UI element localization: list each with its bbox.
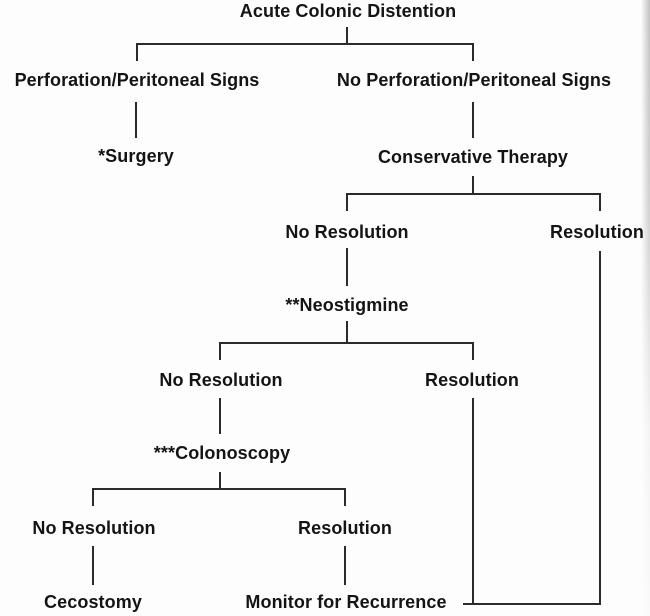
node-colonoscopy: ***Colonoscopy [153, 443, 291, 463]
connector-line [346, 321, 348, 343]
node-surgery: *Surgery [98, 146, 174, 166]
connector-line [92, 488, 346, 490]
node-perforation-signs: Perforation/Peritoneal Signs [14, 70, 260, 90]
connector-line [599, 194, 601, 211]
connector-line [135, 102, 137, 138]
connector-line [346, 248, 348, 286]
node-cecostomy: Cecostomy [44, 592, 142, 612]
node-resolution-3: Resolution [298, 518, 392, 538]
node-no-resolution-2: No Resolution [159, 370, 283, 390]
connector-line [92, 489, 94, 506]
node-no-resolution-3: No Resolution [32, 518, 156, 538]
connector-line [219, 342, 474, 344]
connector-line [472, 398, 474, 605]
connector-line [219, 398, 221, 434]
connector-line [136, 44, 138, 61]
connector-line [472, 176, 474, 194]
connector-line [92, 546, 94, 585]
connector-line [346, 194, 348, 211]
connector-line [472, 343, 474, 360]
connector-line [346, 193, 601, 195]
connector-line [472, 44, 474, 61]
node-monitor-recurrence: Monitor for Recurrence [245, 592, 447, 612]
node-resolution-1: Resolution [550, 222, 644, 242]
node-neostigmine: **Neostigmine [285, 295, 409, 315]
connector-line [136, 43, 474, 45]
node-no-perforation-signs: No Perforation/Peritoneal Signs [336, 70, 612, 90]
connector-line [344, 489, 346, 506]
scan-edge-shadow [641, 0, 650, 616]
connector-line [346, 27, 348, 44]
connector-line [344, 546, 346, 585]
node-conservative-therapy: Conservative Therapy [377, 147, 569, 167]
node-resolution-2: Resolution [425, 370, 519, 390]
connector-line [463, 603, 601, 605]
node-no-resolution-1: No Resolution [285, 222, 409, 242]
connector-line [219, 343, 221, 360]
connector-line [472, 102, 474, 138]
connector-line [599, 251, 601, 605]
connector-line [219, 472, 221, 489]
node-acute-colonic-distention: Acute Colonic Distention [239, 1, 457, 21]
